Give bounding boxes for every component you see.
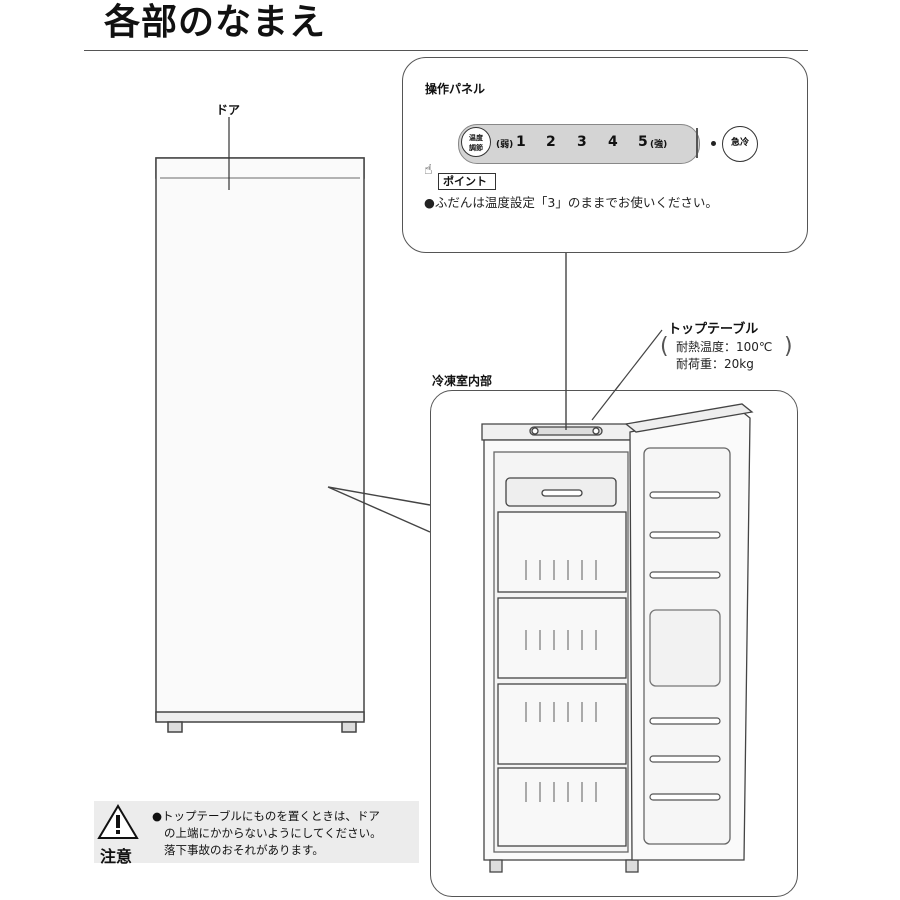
caution-line-1: ●トップテーブルにものを置くときは、ドア: [152, 809, 380, 823]
panel-separator: [696, 128, 698, 158]
quick-freeze-indicator-dot: [711, 141, 716, 146]
level-1-indicator: 1: [516, 134, 526, 150]
level-5-indicator: 5: [638, 134, 648, 150]
level-3-indicator: 3: [577, 134, 587, 150]
control-panel-label: 操作パネル: [425, 82, 486, 96]
temperature-adjust-line2: 調節: [469, 144, 483, 152]
temperature-strip: [458, 124, 700, 164]
pointing-hand-icon: ☝: [424, 162, 433, 178]
page-title: 各部のなまえ: [104, 2, 327, 43]
door-label: ドア: [216, 103, 241, 117]
level-2-indicator: 2: [546, 134, 556, 150]
point-note: ●ふだんは温度設定「3」のままでお使いください。: [424, 195, 718, 210]
caution-box: [94, 801, 419, 863]
caution-text: ●トップテーブルにものを置くときは、ドア の上端にかからないようにしてください。…: [152, 808, 382, 859]
level-4-indicator: 4: [608, 134, 618, 150]
strong-tag: (強): [650, 140, 668, 150]
top-table-label: トップテーブル: [668, 322, 759, 337]
spec-bracket-right-icon: ): [784, 334, 793, 359]
spec-bracket-left-icon: (: [660, 334, 669, 359]
title-divider: [84, 50, 808, 51]
caution-line-2: の上端にかからないようにしてください。: [164, 826, 382, 840]
top-table-load-spec: 耐荷重：20kg: [676, 357, 754, 371]
temperature-adjust-button[interactable]: 温度 調節: [461, 127, 491, 157]
top-table-heat-spec: 耐熱温度：100℃: [676, 340, 773, 354]
interior-callout: [430, 390, 798, 897]
quick-freeze-button[interactable]: 急冷: [722, 126, 758, 162]
weak-tag: (弱): [496, 140, 514, 150]
temperature-adjust-line1: 温度: [469, 134, 483, 142]
interior-label: 冷凍室内部: [432, 374, 493, 388]
interior-pointer: [327, 486, 431, 533]
point-badge: ポイント: [438, 173, 496, 190]
caution-label: 注意: [100, 847, 133, 866]
caution-line-3: 落下事故のおそれがあります。: [164, 843, 324, 857]
closed-freezer: [155, 157, 365, 733]
